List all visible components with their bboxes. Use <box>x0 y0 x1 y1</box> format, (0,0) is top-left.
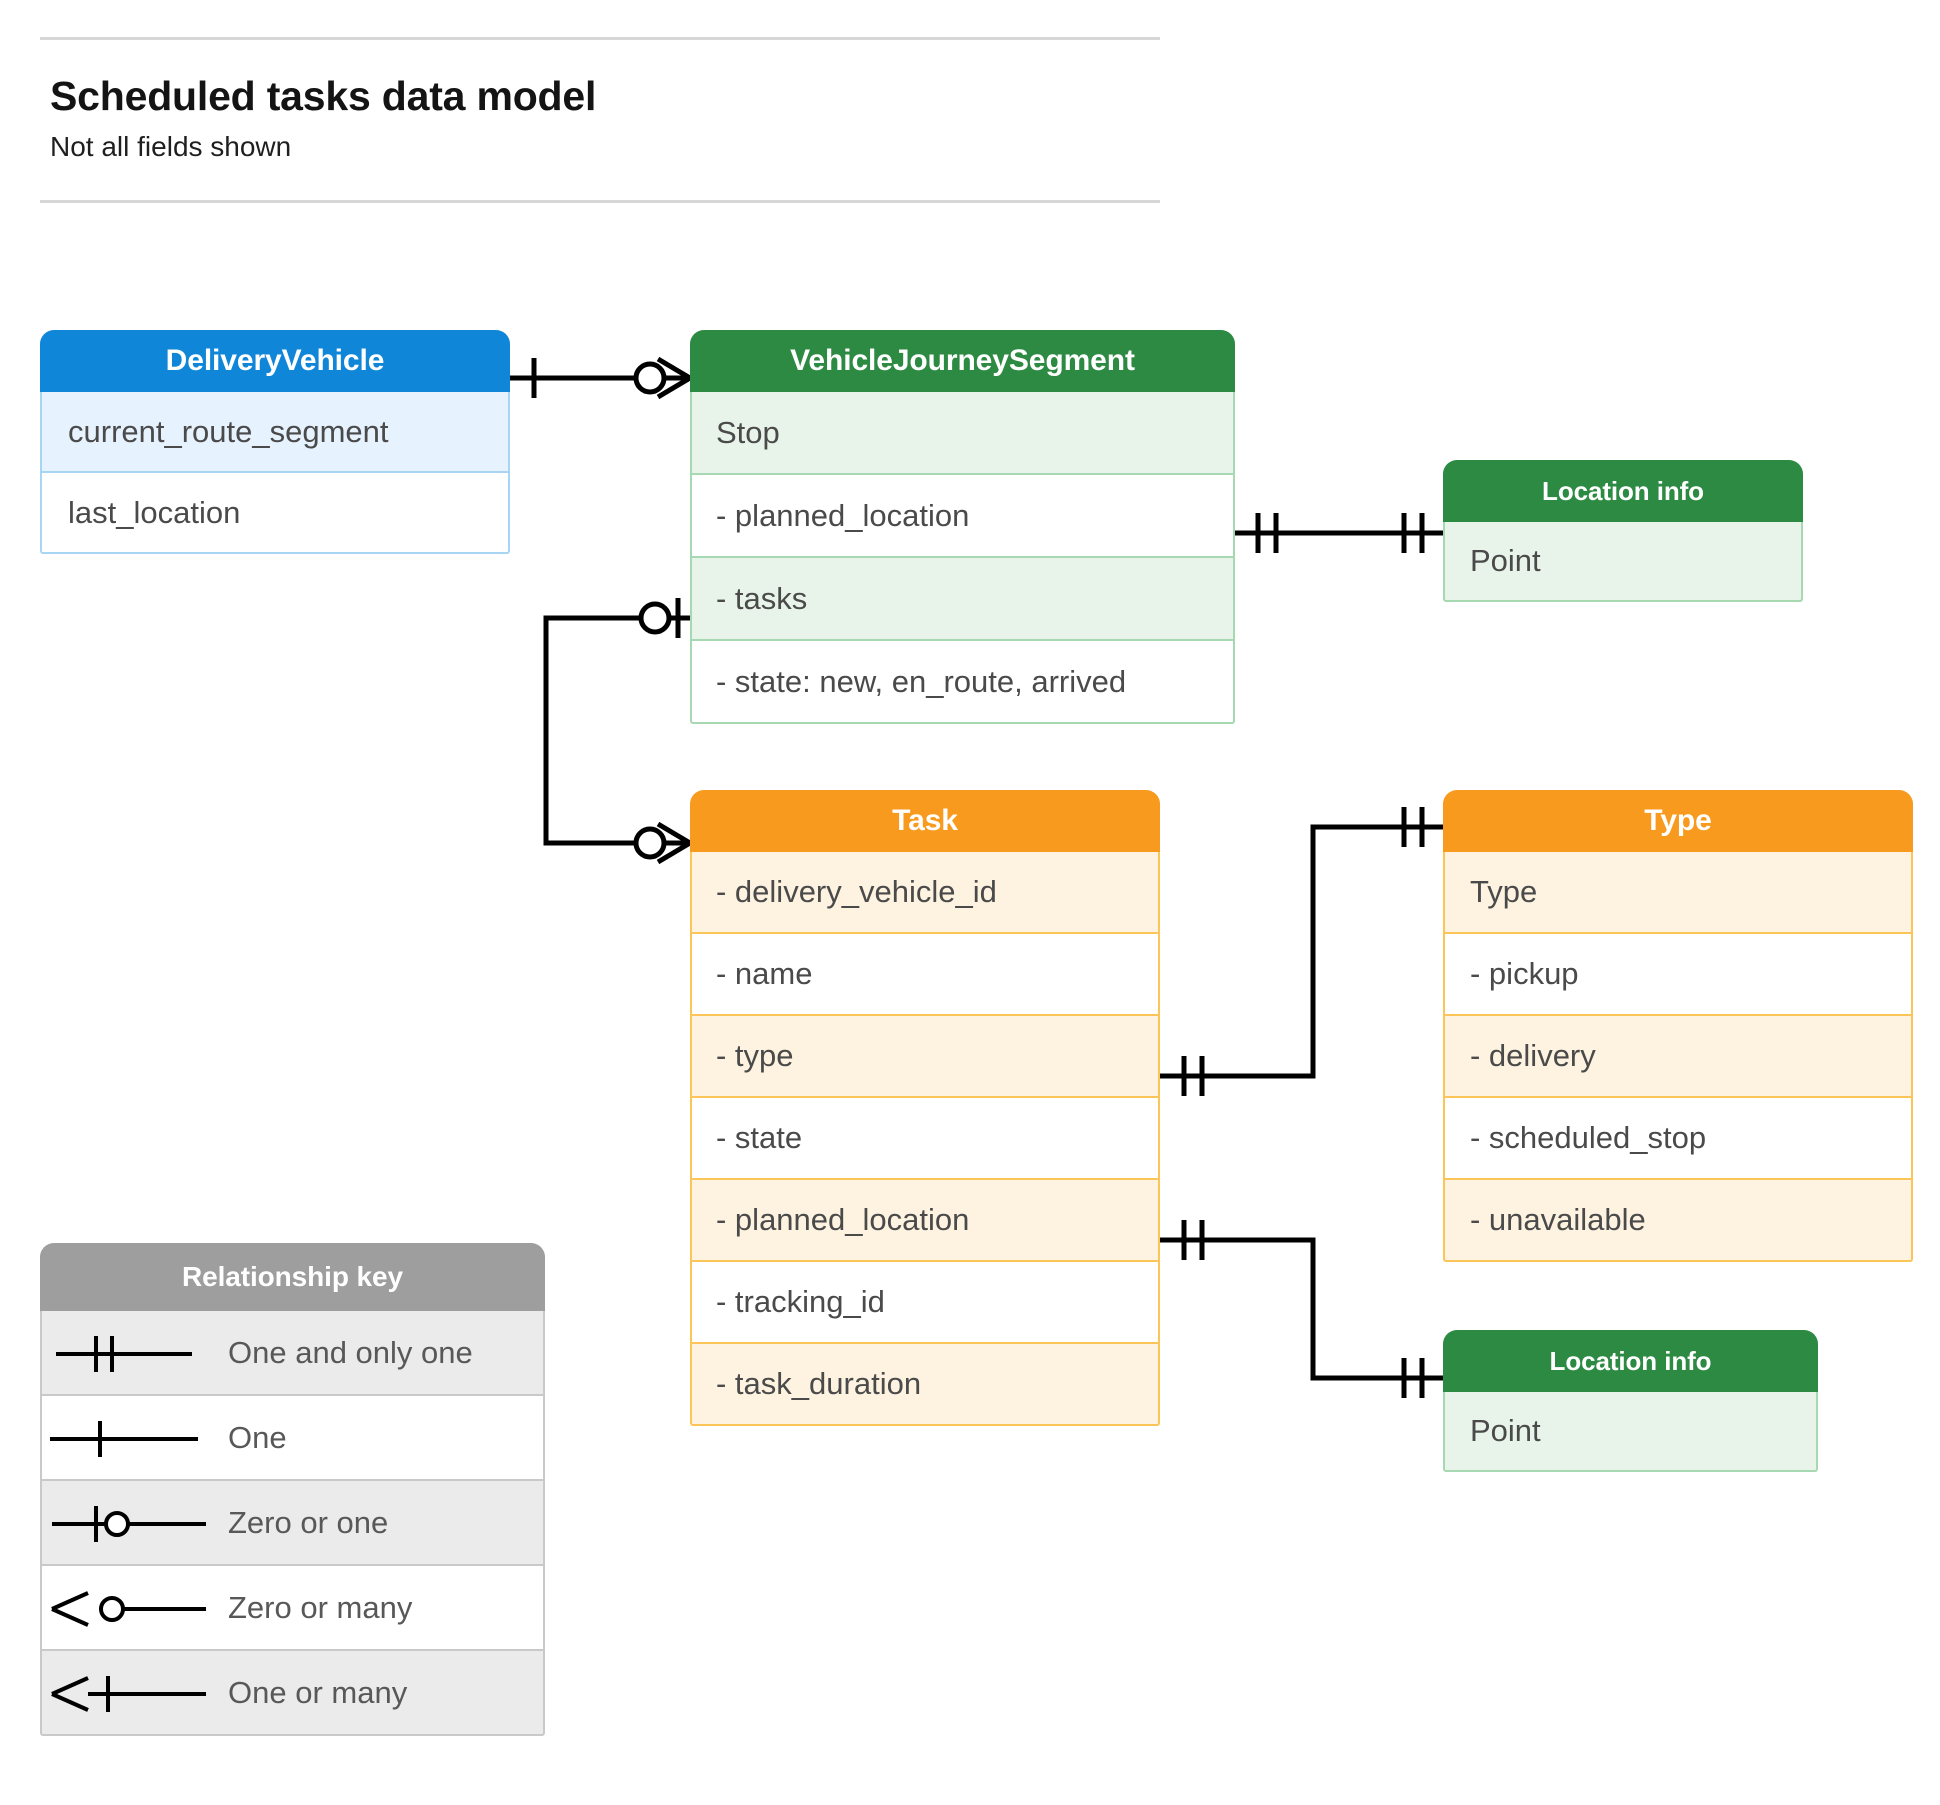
wire-task-plannedlocation-locationinfo <box>1160 1237 1443 1381</box>
header-divider-bottom <box>40 200 1160 203</box>
wire-task-type-type <box>1160 824 1443 1079</box>
header-divider-top <box>40 37 1160 40</box>
entity-title-location-info-bottom: Location info <box>1443 1330 1818 1392</box>
entity-row: - tracking_id <box>690 1262 1160 1344</box>
entity-row: Stop <box>690 392 1235 475</box>
wire-vjs-tasks-task <box>543 615 690 846</box>
entity-row: Point <box>1443 522 1803 602</box>
page-subtitle: Not all fields shown <box>50 131 292 162</box>
legend-item-label: Zero or one <box>228 1504 389 1540</box>
entity-row: - delivery_vehicle_id <box>690 852 1160 934</box>
entity-row: - state <box>690 1098 1160 1180</box>
legend-item: Zero or one <box>40 1481 545 1566</box>
entity-row: - tasks <box>690 558 1235 641</box>
entity-row: - pickup <box>1443 934 1913 1016</box>
legend-item: One and only one <box>40 1311 545 1396</box>
entity-title-task: Task <box>690 790 1160 852</box>
entity-row: last_location <box>40 473 510 554</box>
legend-item-label: Zero or many <box>228 1589 413 1625</box>
entity-row: - planned_location <box>690 475 1235 558</box>
legend-item: One <box>40 1396 545 1481</box>
entity-row: - unavailable <box>1443 1180 1913 1262</box>
legend-item-label: One and only one <box>228 1334 473 1370</box>
legend-item: Zero or many <box>40 1566 545 1651</box>
one-and-only-one-icon <box>42 1311 224 1394</box>
legend-relationship-key[interactable]: Relationship key One and only one <box>40 1243 545 1736</box>
one-icon <box>42 1396 224 1479</box>
legend-title: Relationship key <box>40 1243 545 1311</box>
entity-row: current_route_segment <box>40 392 510 473</box>
entity-delivery-vehicle[interactable]: DeliveryVehicle current_route_segment la… <box>40 330 510 554</box>
entity-title-type: Type <box>1443 790 1913 852</box>
entity-row: Point <box>1443 1392 1818 1472</box>
legend-item-label: One <box>228 1419 287 1455</box>
entity-location-info-bottom[interactable]: Location info Point <box>1443 1330 1818 1472</box>
page-title: Scheduled tasks data model <box>50 73 597 119</box>
entity-row: - delivery <box>1443 1016 1913 1098</box>
entity-row: Type <box>1443 852 1913 934</box>
legend-item-label: One or many <box>228 1674 408 1710</box>
entity-title-vehicle-journey-segment: VehicleJourneySegment <box>690 330 1235 392</box>
entity-row: - name <box>690 934 1160 1016</box>
entity-row: - task_duration <box>690 1344 1160 1426</box>
entity-row: - scheduled_stop <box>1443 1098 1913 1180</box>
entity-type[interactable]: Type Type - pickup - delivery - schedule… <box>1443 790 1913 1262</box>
entity-vehicle-journey-segment[interactable]: VehicleJourneySegment Stop - planned_loc… <box>690 330 1235 724</box>
entity-row: - planned_location <box>690 1180 1160 1262</box>
entity-location-info-top[interactable]: Location info Point <box>1443 460 1803 602</box>
one-or-many-icon <box>42 1651 224 1734</box>
zero-or-one-icon <box>42 1481 224 1564</box>
entity-row: - state: new, en_route, arrived <box>690 641 1235 724</box>
entity-task[interactable]: Task - delivery_vehicle_id - name - type… <box>690 790 1160 1426</box>
entity-row: - type <box>690 1016 1160 1098</box>
zero-or-many-icon <box>42 1566 224 1649</box>
legend-item: One or many <box>40 1651 545 1736</box>
entity-title-delivery-vehicle: DeliveryVehicle <box>40 330 510 392</box>
entity-title-location-info-top: Location info <box>1443 460 1803 522</box>
